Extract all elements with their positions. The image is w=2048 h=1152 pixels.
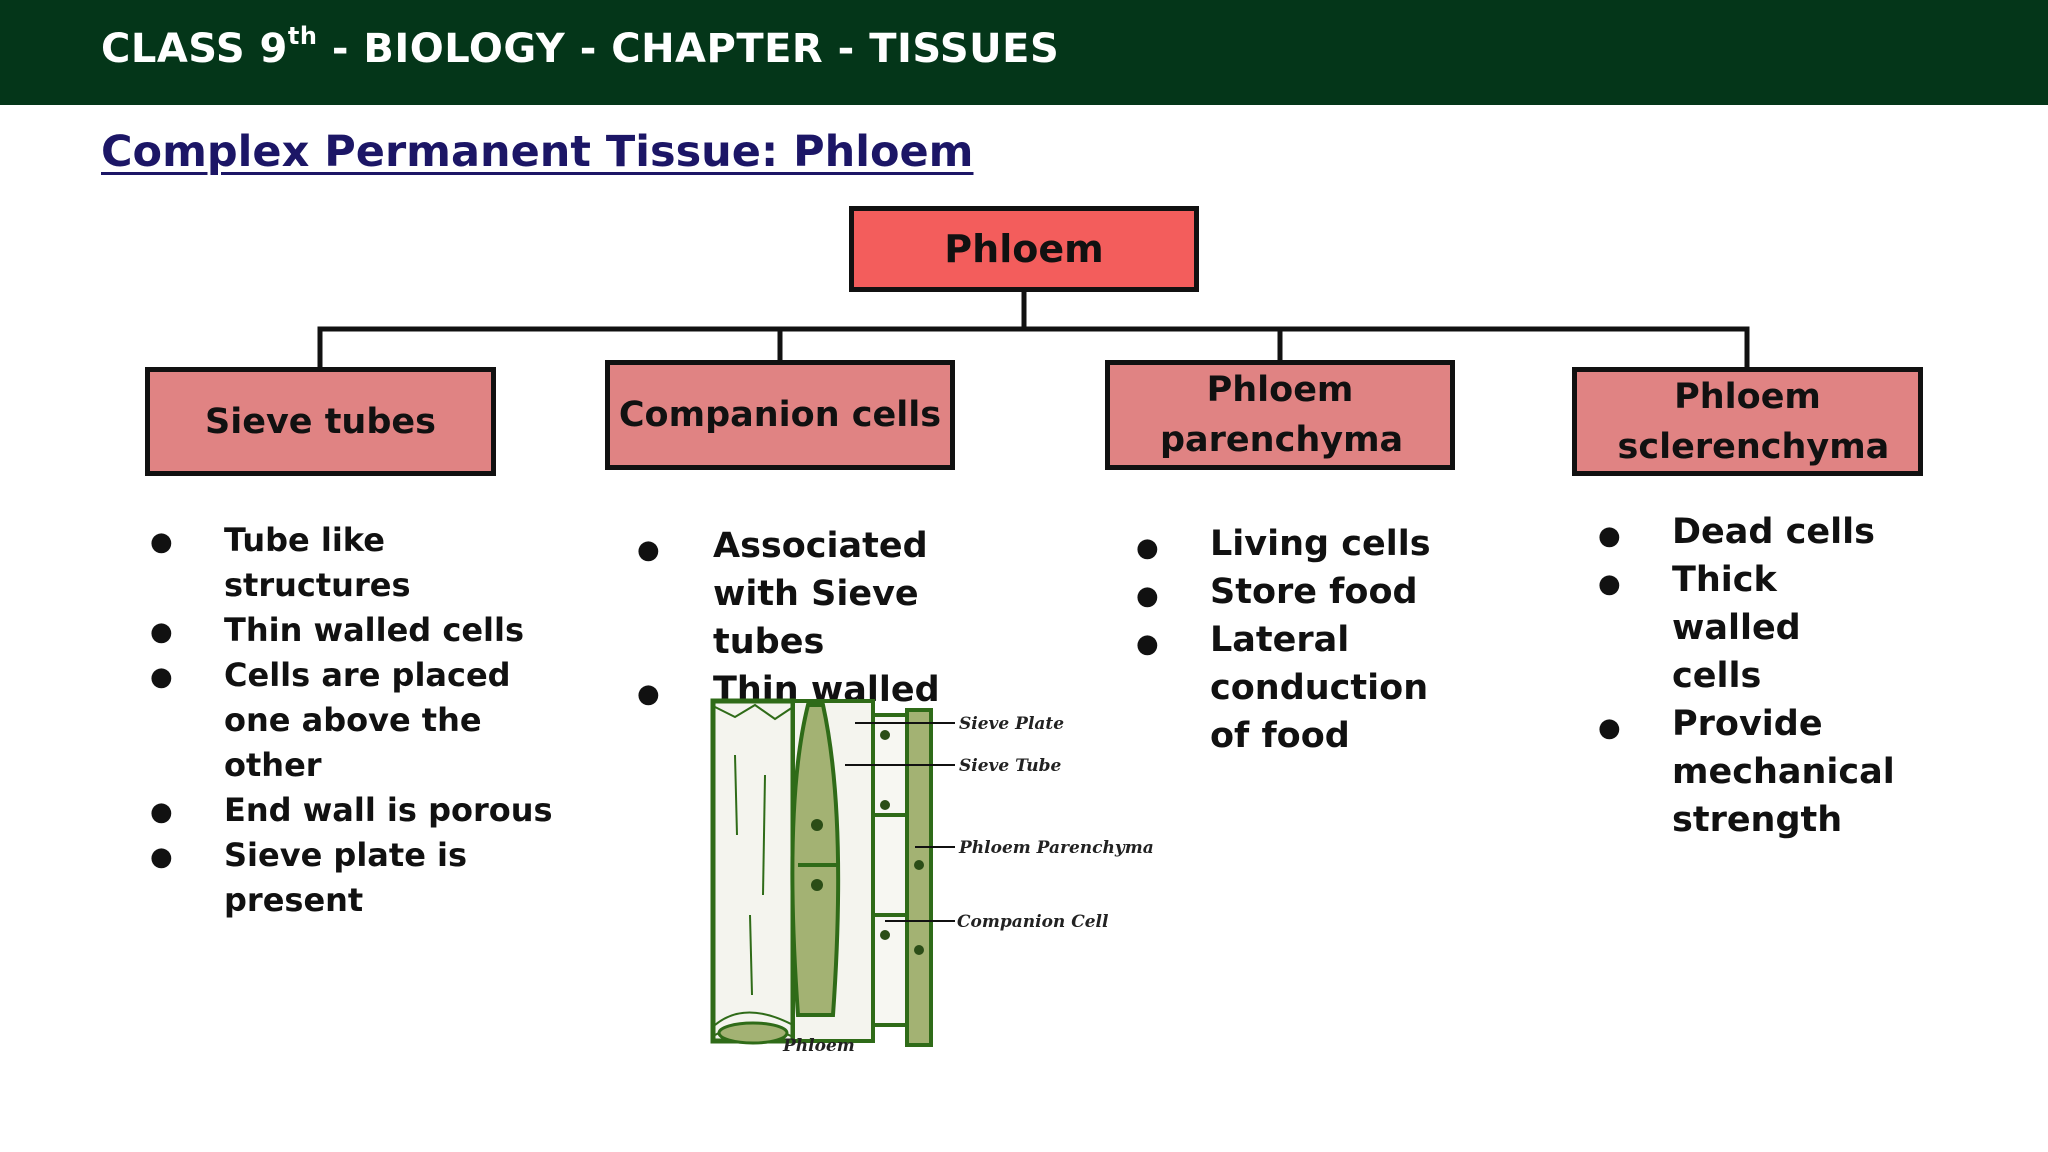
list-item: ●Lateral conduction of food (1136, 620, 1429, 756)
list-phloem-parenchyma: ●Living cells ●Store food ●Lateral condu… (1136, 520, 1476, 760)
bullet-icon: ● (1136, 533, 1159, 563)
bullet-icon: ● (150, 527, 173, 557)
list-item: ●Sieve plate is present (150, 836, 468, 919)
list-item: ●Tube like structures (150, 521, 411, 604)
list-item: ●Provide mechanical strength (1598, 704, 1895, 840)
bullet-icon: ● (150, 842, 173, 872)
header-title: CLASS 9th - BIOLOGY - CHAPTER - TISSUES (101, 22, 1060, 72)
root-box-phloem: Phloem (849, 206, 1199, 292)
bullet-icon: ● (150, 797, 173, 827)
bullet-icon: ● (1136, 581, 1159, 611)
list-item: ●Store food (1136, 568, 1476, 616)
illustration-caption: Phloem (782, 1036, 855, 1056)
phloem-illustration: Sieve Plate Sieve Tube Phloem Parenchyma… (710, 698, 1154, 1056)
label-sieve-plate: Sieve Plate (959, 714, 1064, 734)
section-title: Complex Permanent Tissue: Phloem (101, 127, 974, 177)
box-companion-cells: Companion cells (605, 360, 955, 470)
sieve-tube-left (710, 698, 796, 1044)
bullet-icon: ● (1598, 713, 1621, 743)
bullet-icon: ● (1598, 569, 1621, 599)
list-item: ●Associated with Sieve tubes (637, 526, 928, 662)
list-item: ●Cells are placed one above the other (150, 656, 511, 784)
box-phloem-sclerenchyma: Phloem sclerenchyma (1572, 367, 1923, 476)
bullet-icon: ● (150, 617, 173, 647)
bullet-icon: ● (637, 535, 660, 565)
box-phloem-parenchyma: Phloem parenchyma (1105, 360, 1455, 470)
bullet-icon: ● (1598, 521, 1621, 551)
bullet-icon: ● (150, 662, 173, 692)
label-companion-cell: Companion Cell (957, 912, 1109, 932)
bullet-icon: ● (1136, 629, 1159, 659)
label-phloem-parenchyma: Phloem Parenchyma (958, 838, 1154, 858)
list-item: ●End wall is porous (150, 788, 580, 833)
label-sieve-tube: Sieve Tube (959, 756, 1061, 776)
list-phloem-sclerenchyma: ●Dead cells ●Thick walled cells ●Provide… (1598, 508, 1928, 844)
list-item: ●Dead cells (1598, 508, 1928, 556)
box-sieve-tubes: Sieve tubes (145, 367, 496, 476)
list-item: ●Thin walled cells (150, 608, 580, 653)
list-item: ●Living cells (1136, 520, 1476, 568)
list-sieve-tubes: ●Tube like structures ●Thin walled cells… (150, 518, 580, 923)
companion-cell-body (790, 703, 841, 1017)
bullet-icon: ● (637, 679, 660, 709)
list-item: ●Thick walled cells (1598, 560, 1801, 696)
header-bar: CLASS 9th - BIOLOGY - CHAPTER - TISSUES (0, 0, 2048, 105)
